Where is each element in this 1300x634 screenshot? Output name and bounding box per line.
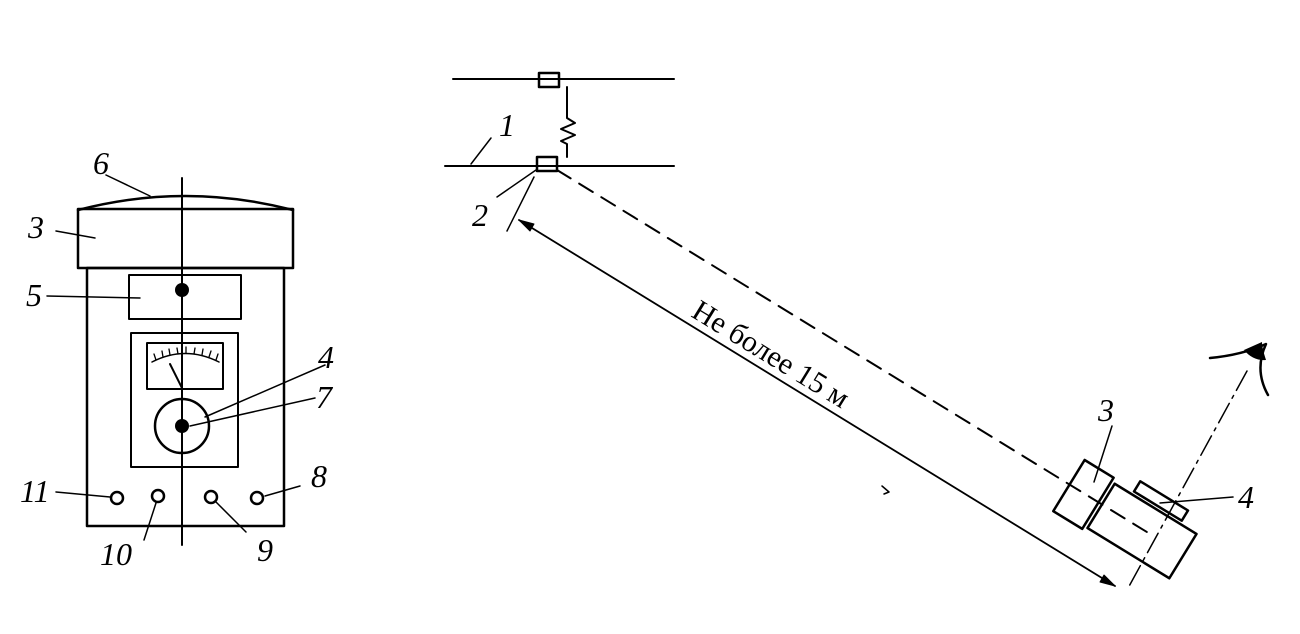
label-housing-3: 3 [1097, 392, 1114, 428]
leader-3-right [1093, 425, 1113, 483]
device-side-cap [1052, 458, 1115, 531]
device-side-body [1086, 482, 1198, 580]
right-labels: 1 2 3 4 Не более 15 м [472, 107, 1254, 515]
left-labels: 6 3 5 4 7 11 8 10 9 [20, 145, 334, 572]
label-wire-1: 1 [499, 107, 515, 143]
leader-7 [189, 397, 316, 427]
eye-pupil [1244, 342, 1266, 361]
leader-5 [46, 295, 141, 299]
focus-dot [175, 419, 189, 433]
meter-needle [169, 363, 183, 389]
leader-10 [143, 502, 157, 541]
dimension-tick-start [506, 176, 535, 232]
label-3: 3 [27, 209, 44, 245]
eye-sight-line [1126, 370, 1248, 591]
line-of-sight [556, 169, 1156, 538]
device-side-eyepiece [1132, 480, 1190, 522]
label-9: 9 [257, 532, 273, 568]
label-10: 10 [100, 536, 132, 572]
label-8: 8 [311, 458, 327, 494]
leader-6 [105, 174, 151, 197]
button-11 [109, 490, 125, 506]
distance-label: Не более 15 м [686, 294, 855, 415]
display-dot [175, 283, 189, 297]
dimension-arrow-start [518, 219, 535, 232]
display-window [128, 274, 242, 320]
eye-icon [1208, 342, 1270, 397]
leader-2 [496, 169, 537, 198]
housing-cap [76, 207, 295, 270]
upper-contact [537, 71, 561, 89]
device-side-view [1052, 458, 1198, 580]
leader-4 [204, 364, 326, 418]
leader-8 [264, 485, 301, 497]
measurement-scheme [444, 71, 1270, 591]
label-7: 7 [316, 379, 334, 415]
leader-4-right [1159, 496, 1234, 504]
lens-dome [76, 194, 295, 212]
label-5: 5 [26, 277, 42, 313]
device-body [85, 266, 286, 528]
leader-1 [470, 137, 492, 165]
label-4: 4 [318, 339, 334, 375]
meter-scale-arc [151, 352, 220, 363]
lower-contact [535, 155, 559, 173]
label-11: 11 [20, 473, 50, 509]
leader-11 [55, 491, 111, 498]
button-9 [203, 489, 219, 505]
scan-speck [881, 485, 890, 495]
meter-ticks [153, 346, 219, 361]
label-6: 6 [93, 145, 109, 181]
leader-3 [55, 230, 96, 239]
label-contact-2: 2 [472, 197, 488, 233]
button-10 [150, 488, 166, 504]
button-8 [249, 490, 265, 506]
meter-panel [130, 332, 239, 468]
label-eyepiece-4: 4 [1238, 479, 1254, 515]
dimension-line [518, 219, 1116, 587]
analog-meter [146, 342, 224, 390]
dimension-arrow-end [1099, 574, 1116, 587]
resistor [560, 86, 576, 158]
device-front-view [46, 174, 326, 546]
leader-9 [215, 501, 247, 533]
